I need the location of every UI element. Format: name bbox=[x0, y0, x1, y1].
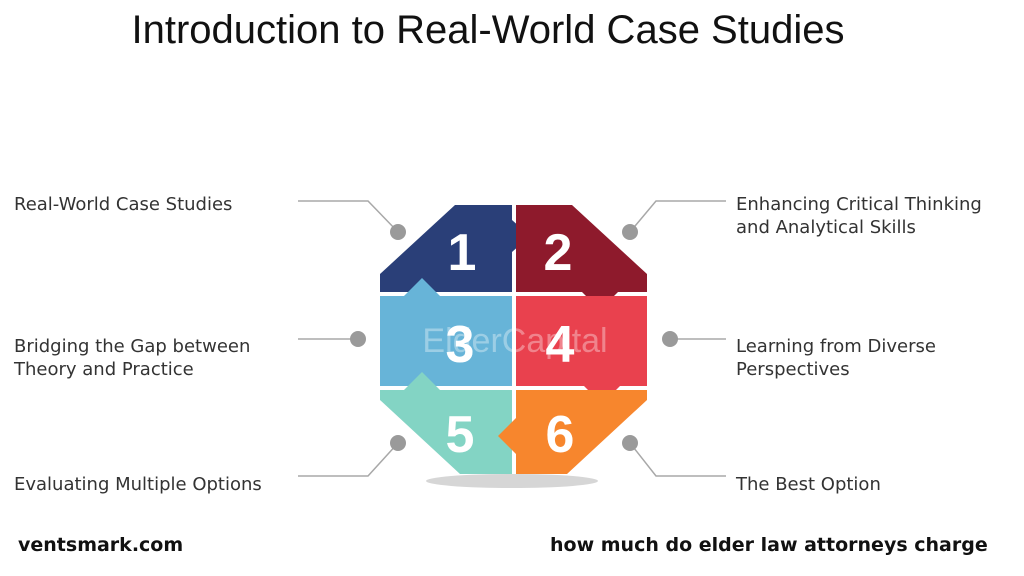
puzzle-piece-3 bbox=[380, 278, 512, 386]
label-piece-3: Bridging the Gap between Theory and Prac… bbox=[14, 336, 251, 380]
label-piece-5: Evaluating Multiple Options bbox=[14, 474, 262, 495]
footer-site-name: ventsmark.com bbox=[18, 534, 184, 556]
connector-line-2 bbox=[629, 200, 726, 233]
connector-line-1 bbox=[298, 200, 399, 233]
piece-number-1: 1 bbox=[448, 224, 477, 282]
piece-number-2: 2 bbox=[544, 224, 573, 282]
page-title: Introduction to Real-World Case Studies bbox=[131, 8, 845, 52]
connector-dot-5 bbox=[390, 435, 406, 451]
connector-dot-3 bbox=[350, 331, 366, 347]
label-piece-4: Learning from Diverse Perspectives bbox=[736, 336, 936, 380]
connector-dot-1 bbox=[390, 224, 406, 240]
watermark-text: ElderCapital bbox=[422, 322, 607, 360]
puzzle-piece-6 bbox=[498, 390, 647, 474]
label-piece-1: Real-World Case Studies bbox=[14, 194, 233, 215]
piece-number-4: 4 bbox=[546, 316, 575, 374]
diagram-shadow bbox=[426, 474, 598, 488]
puzzle-piece-1 bbox=[380, 205, 530, 292]
connector-line-5 bbox=[298, 442, 399, 477]
connector-dot-2 bbox=[622, 224, 638, 240]
piece-number-6: 6 bbox=[546, 406, 575, 464]
connector-dot-4 bbox=[662, 331, 678, 347]
connector-dot-6 bbox=[622, 435, 638, 451]
label-piece-2: Enhancing Critical Thinking and Analytic… bbox=[736, 194, 982, 238]
label-piece-6: The Best Option bbox=[736, 474, 881, 495]
puzzle-piece-4 bbox=[516, 296, 647, 404]
piece-number-3: 3 bbox=[446, 316, 475, 374]
puzzle-piece-5 bbox=[380, 372, 512, 474]
puzzle-piece-2 bbox=[516, 205, 647, 310]
footer-caption: how much do elder law attorneys charge bbox=[550, 534, 988, 556]
connector-line-6 bbox=[629, 442, 726, 477]
piece-number-5: 5 bbox=[446, 406, 475, 464]
